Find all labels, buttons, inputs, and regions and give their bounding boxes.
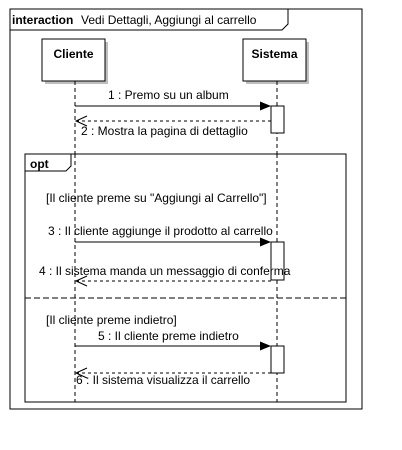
frame-keyword: interaction (12, 13, 73, 27)
opt-fragment (24, 153, 347, 403)
lifeline-cliente-head (41, 38, 106, 82)
message-3-label: 3 : Il cliente aggiunge il prodotto al c… (48, 224, 273, 238)
message-5-label: 5 : Il cliente preme indietro (98, 329, 239, 343)
guard-2: [Il cliente preme indietro] (46, 313, 177, 327)
message-2-arrowhead (74, 115, 88, 127)
message-6-arrowhead (74, 367, 88, 379)
guard-1: [Il cliente preme su "Aggiungi al Carrel… (46, 191, 267, 205)
interaction-frame (9, 8, 363, 410)
frame-title: Vedi Dettagli, Aggiungi al carrello (81, 13, 257, 27)
frame-title-tab (10, 9, 289, 31)
lifeline-sistema-name: Sistema (251, 47, 297, 61)
lifeline-sistema-head (242, 38, 307, 82)
message-1-arrowhead (260, 101, 271, 111)
message-4-arrowhead (74, 275, 88, 287)
activation-bar-1 (270, 105, 285, 134)
activation-bar-2 (270, 241, 285, 281)
message-6-label: 6 : Il sistema visualizza il carrello (76, 373, 250, 387)
message-1-label: 1 : Premo su un album (108, 88, 229, 102)
activation-bar-3 (270, 345, 285, 374)
lifeline-cliente-name: Cliente (53, 47, 93, 61)
opt-operator: opt (30, 157, 49, 171)
message-4-label: 4 : Il sistema manda un messaggio di con… (39, 264, 291, 278)
opt-fragment-tab (25, 154, 72, 172)
message-2-label: 2 : Mostra la pagina di dettaglio (81, 124, 248, 138)
message-5-arrowhead (260, 341, 271, 351)
message-3-arrowhead (260, 237, 271, 247)
